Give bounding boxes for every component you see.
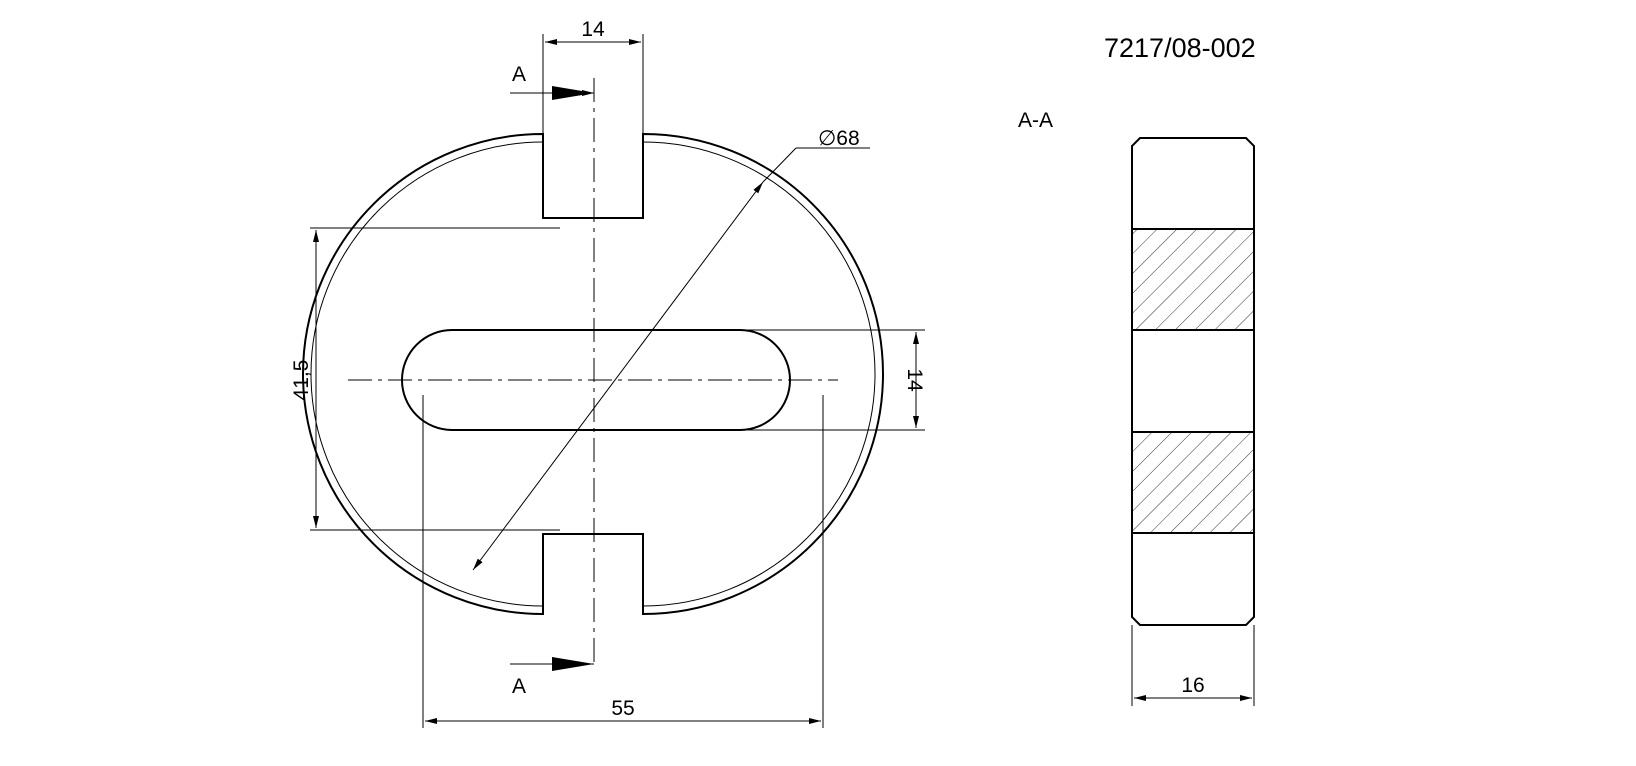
disc-chamfer-line (310, 141, 544, 607)
dim-thickness: 16 (1181, 674, 1204, 697)
disc-chamfer-line-right (642, 141, 876, 607)
drawing-number: 7217/08-002 (1104, 33, 1256, 63)
section-label: A-A (1018, 109, 1053, 132)
section-outline (1131, 137, 1255, 626)
dim-notch-distance: 41,5 (290, 360, 313, 401)
dim-diameter: ∅68 (818, 127, 860, 150)
cut-marker-top-label: A (512, 63, 526, 86)
dim-slot-width-top: 14 (581, 18, 605, 41)
hatch-bottom (1132, 432, 1254, 533)
hatch-top (1132, 229, 1254, 330)
front-view: A A (302, 63, 884, 698)
cut-arrow-bottom-head (552, 657, 594, 671)
cut-arrow-top-head (552, 86, 594, 100)
dim-slot-length: 55 (611, 697, 634, 720)
cut-marker-bottom-label: A (512, 675, 526, 698)
disc-outline (302, 132, 884, 616)
front-dimensions: 14 ∅68 41,5 14 55 (290, 18, 926, 728)
dim-slot-height: 14 (903, 368, 926, 392)
dim-line-diameter (472, 181, 764, 571)
section-view: 16 (1131, 137, 1255, 706)
